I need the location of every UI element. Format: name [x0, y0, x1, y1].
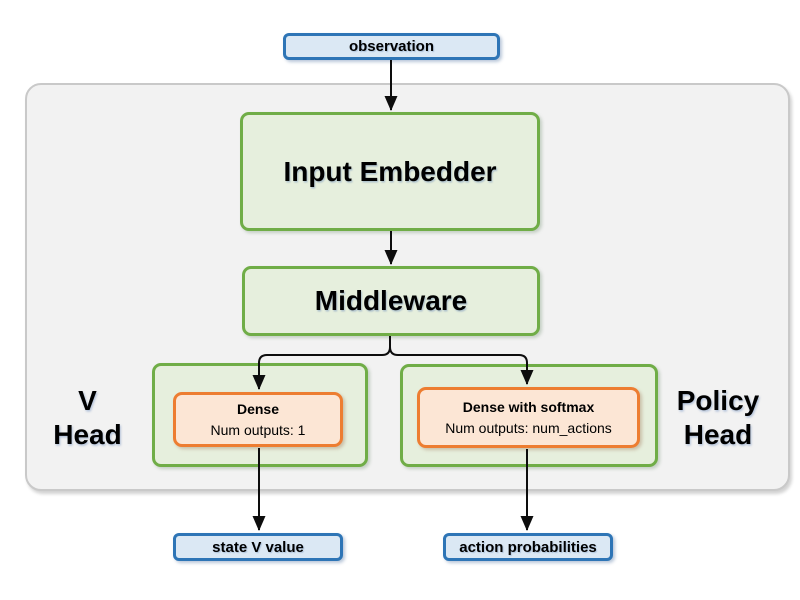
node-policy-dense-title: Dense with softmax [462, 398, 595, 415]
node-state-v-value-label: state V value [212, 538, 304, 556]
node-observation-label: observation [348, 38, 435, 55]
node-input-embedder-label: Input Embedder [283, 155, 497, 187]
node-state-v-value: state V value [173, 533, 343, 561]
node-action-probabilities: action probabilities [443, 533, 613, 561]
node-v-dense-subtitle: Num outputs: 1 [210, 421, 306, 438]
node-policy-dense: Dense with softmax Num outputs: num_acti… [417, 387, 640, 448]
label-v-head-line2: Head [53, 419, 122, 450]
node-observation: observation [283, 33, 500, 60]
node-middleware: Middleware [242, 266, 540, 336]
label-v-head-line1: V [78, 385, 97, 416]
node-v-dense-title: Dense [236, 400, 280, 417]
node-v-dense: Dense Num outputs: 1 [173, 392, 343, 447]
label-v-head: V Head [35, 384, 140, 452]
node-action-probabilities-label: action probabilities [459, 538, 597, 556]
label-policy-head-line2: Head [683, 419, 753, 450]
label-policy-head: Policy Head [662, 384, 774, 452]
node-policy-dense-subtitle: Num outputs: num_actions [445, 419, 612, 436]
label-policy-head-line1: Policy [676, 385, 760, 416]
node-input-embedder: Input Embedder [240, 112, 540, 231]
node-middleware-label: Middleware [314, 285, 468, 316]
